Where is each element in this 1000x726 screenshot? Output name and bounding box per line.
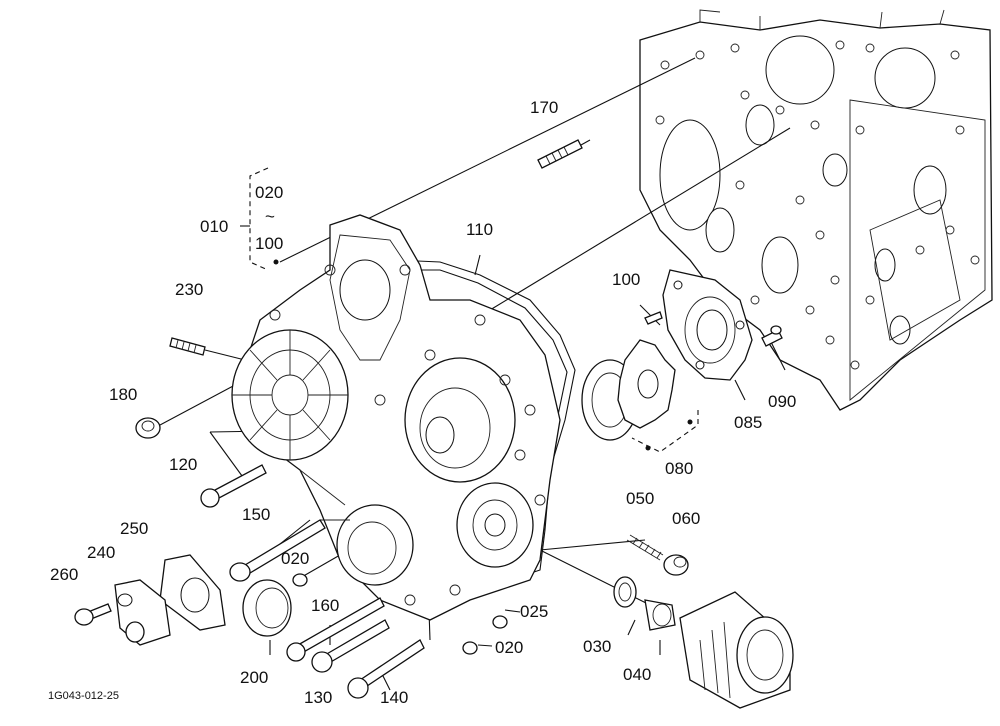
gasket-250 <box>159 554 226 631</box>
nut-180 <box>135 417 161 439</box>
label-130: 130 <box>304 688 332 707</box>
bracket-010 <box>240 167 279 271</box>
oil-filter <box>679 591 794 709</box>
label-250: 250 <box>120 519 148 538</box>
label-080: 080 <box>665 459 693 478</box>
bolt-130 <box>311 619 390 673</box>
label-090: 090 <box>768 392 796 411</box>
bolt-160 <box>286 597 385 662</box>
label-085: 085 <box>734 413 762 432</box>
bolt-120 <box>200 464 267 508</box>
spring-050 <box>626 534 664 561</box>
label-025: 025 <box>520 602 548 621</box>
plug-020-left <box>292 573 308 587</box>
label-240: 240 <box>87 543 115 562</box>
plug-020-bottom <box>462 641 478 655</box>
label-100-range-end: 100 <box>255 234 283 253</box>
seal-200 <box>242 579 292 637</box>
label-160: 160 <box>311 596 339 615</box>
label-200: 200 <box>240 668 268 687</box>
label-260: 260 <box>50 565 78 584</box>
screw-090 <box>761 325 783 347</box>
plug-060 <box>663 554 689 576</box>
fitting-240 <box>114 579 171 646</box>
stud-230 <box>169 337 206 356</box>
label-020-bottom: 020 <box>495 638 523 657</box>
oil-pump-cover-085 <box>662 269 753 381</box>
label-100: 100 <box>612 270 640 289</box>
label-060: 060 <box>672 509 700 528</box>
label-180: 180 <box>109 385 137 404</box>
nipple-040 <box>644 599 676 631</box>
label-020-range-start: 020 <box>255 183 283 202</box>
callout-labels: 010 020 ~ 100 170 110 230 100 180 090 08… <box>48 98 796 707</box>
bolt-150 <box>229 519 326 582</box>
label-tilde: ~ <box>265 207 275 226</box>
label-030: 030 <box>583 637 611 656</box>
plug-025 <box>492 615 508 629</box>
bolt-140 <box>347 639 425 699</box>
label-230: 230 <box>175 280 203 299</box>
label-110: 110 <box>466 220 493 239</box>
stud-170 <box>537 139 583 169</box>
label-050: 050 <box>626 489 654 508</box>
label-120: 120 <box>169 455 197 474</box>
label-140: 140 <box>380 688 408 707</box>
engine-block <box>639 9 993 411</box>
label-150: 150 <box>242 505 270 524</box>
oil-pump-rotors-080 <box>581 339 699 453</box>
gasket-030 <box>613 576 637 608</box>
label-040: 040 <box>623 665 651 684</box>
label-020-left: 020 <box>281 549 309 568</box>
front-cover <box>231 329 349 461</box>
label-010: 010 <box>200 217 228 236</box>
figure-code: 1G043-012-25 <box>48 690 119 702</box>
label-170: 170 <box>530 98 558 117</box>
pin-100 <box>644 311 663 325</box>
bolt-260 <box>74 603 112 626</box>
